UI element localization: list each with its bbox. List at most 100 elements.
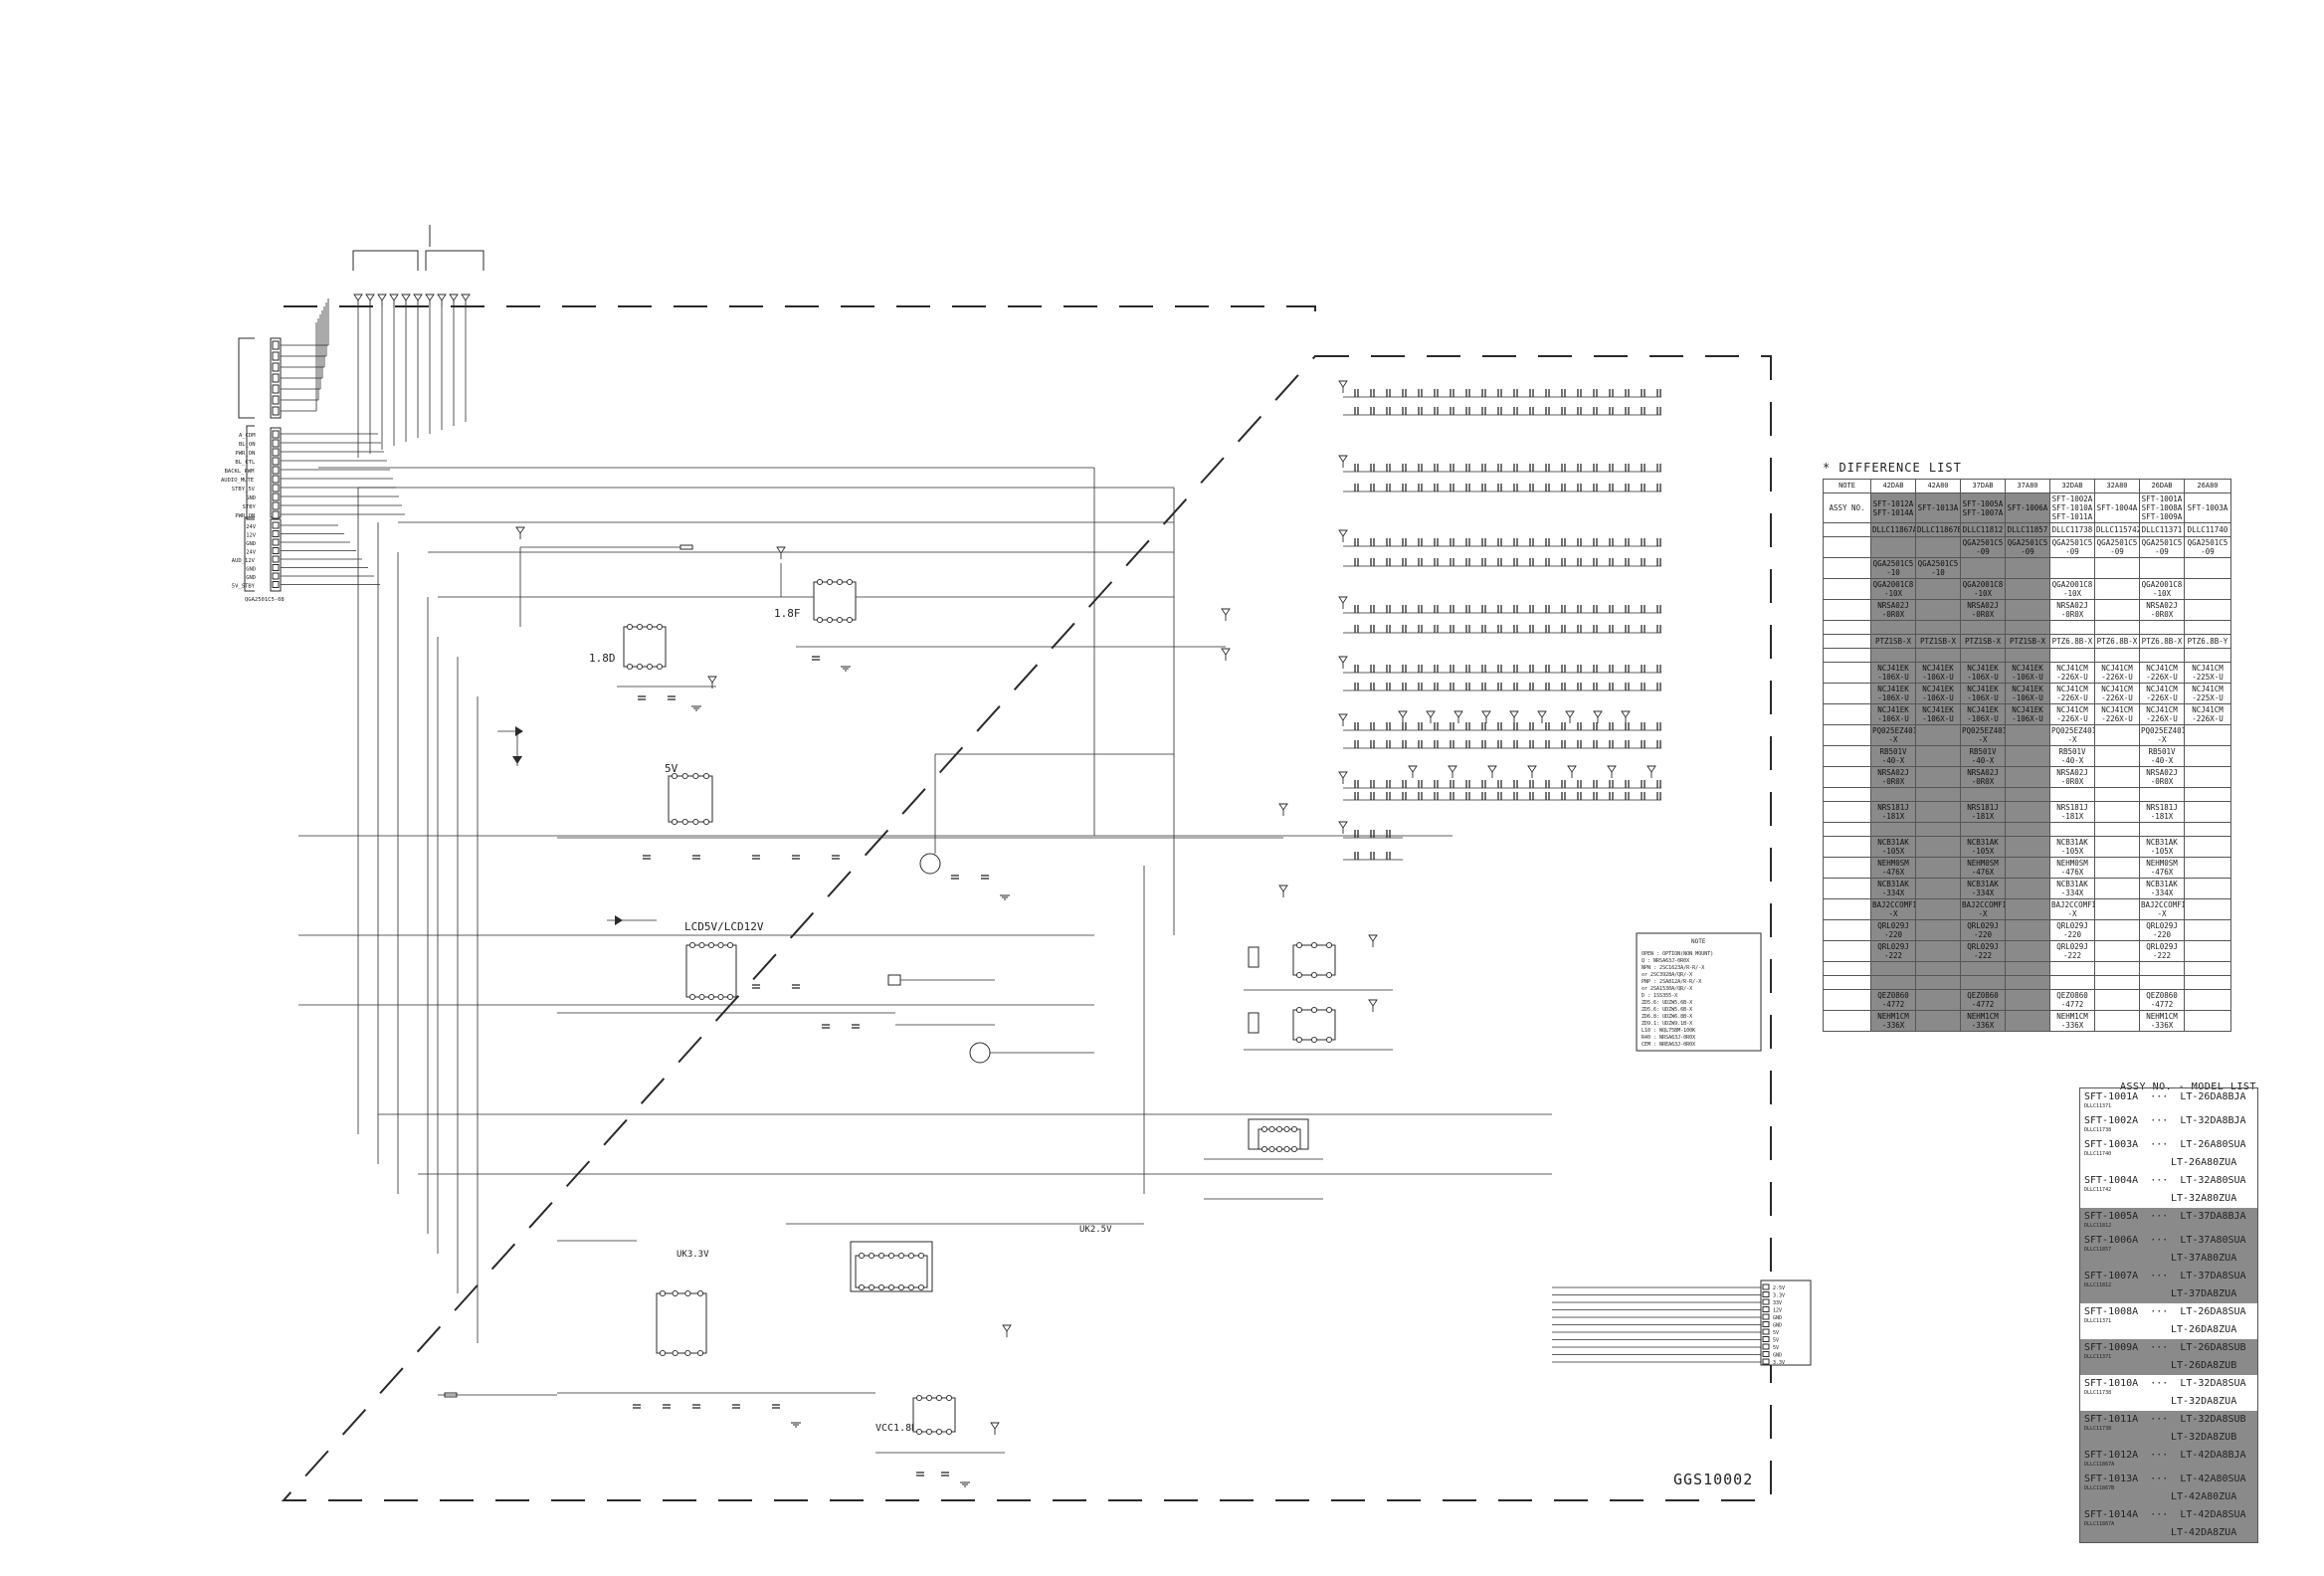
difference-cell: NRS181J -181X <box>1870 801 1916 823</box>
pin-icon <box>877 1252 885 1260</box>
pin-icon <box>945 1428 953 1436</box>
power-flag-icon <box>1338 529 1348 537</box>
difference-cell: NCB31AK -105X <box>2049 836 2095 858</box>
difference-cell <box>1823 703 1871 725</box>
difference-cell <box>1915 766 1961 788</box>
pin-icon <box>692 818 699 826</box>
difference-cell: NCJ41CM -226X-U <box>2139 683 2185 704</box>
connector-cn3 <box>270 518 282 592</box>
difference-table-row <box>1823 975 2231 990</box>
power-flag-icon <box>1565 710 1575 718</box>
difference-cell <box>2094 766 2140 788</box>
pin-icon <box>726 941 734 949</box>
difference-cell: NCJ41EK -106X-U <box>1870 662 1916 684</box>
power-flag-icon <box>1338 771 1348 779</box>
note-line: ZD6.8: UDZW6.8B-X <box>1642 1014 1692 1020</box>
power-flag-icon <box>1338 380 1348 388</box>
pin-icon <box>272 395 280 405</box>
difference-cell: NCJ41CM -225X-U <box>2184 662 2231 684</box>
difference-cell: NCJ41CM -226X-U <box>2049 683 2095 704</box>
difference-cell: NRSA02J -0R0X <box>2049 766 2095 788</box>
power-flag-icon <box>1593 710 1603 718</box>
transistor-icon <box>969 1042 991 1064</box>
pin-icon <box>1295 1036 1303 1044</box>
pin-icon <box>1310 1036 1318 1044</box>
difference-cell <box>2005 578 2050 600</box>
pin-icon <box>1260 1145 1268 1153</box>
pin-arrow-icon <box>461 294 471 301</box>
pin-icon <box>659 1349 667 1357</box>
pin-icon <box>816 578 824 586</box>
difference-cell <box>1915 857 1961 879</box>
model-name: LT-26A80ZUA <box>2171 1157 2237 1168</box>
connector-signal-label: 2.5V <box>1773 1285 1785 1291</box>
connector-signal-label: GND <box>246 495 256 501</box>
pin-icon <box>272 384 280 394</box>
difference-cell: NRS181J -181X <box>2139 801 2185 823</box>
model-name: LT-32DA8SUA <box>2180 1378 2246 1389</box>
pin-icon <box>935 1428 943 1436</box>
difference-cell <box>2049 557 2095 579</box>
assy-code: DLLC11812 <box>2084 1282 2112 1288</box>
block-label-lcd: LCD5V/LCD12V <box>684 920 764 933</box>
assy-number: SFT-1006A <box>2084 1235 2139 1246</box>
difference-cell <box>1823 878 1871 899</box>
fuse-icon <box>887 974 901 986</box>
note-title: NOTE <box>1691 938 1706 945</box>
power-flag-icon <box>1646 765 1656 773</box>
difference-cell: NCJ41EK -106X-U <box>1960 683 2006 704</box>
model-name: LT-42A80ZUA <box>2171 1491 2237 1502</box>
separator: ··· <box>2138 1091 2181 1102</box>
power-flag-icon <box>1567 765 1577 773</box>
pin-icon <box>692 772 699 780</box>
difference-cell <box>2049 975 2095 990</box>
difference-cell <box>2094 724 2140 746</box>
difference-cell <box>1823 989 1871 1011</box>
difference-cell: QEZ0860 -4772 <box>2049 989 2095 1011</box>
assy-number: SFT-1009A <box>2084 1342 2139 1353</box>
difference-table-row <box>1823 648 2231 663</box>
regulator-chip <box>656 1292 707 1354</box>
connector-signal-label: PWR_ON <box>235 513 255 519</box>
difference-cell <box>2005 836 2050 858</box>
difference-cell: QGA2501C5 -09 <box>2139 536 2185 558</box>
difference-cell: QGA2501C5 -09 <box>2005 536 2050 558</box>
difference-cell <box>2184 940 2231 962</box>
connector-bracket <box>244 516 255 592</box>
difference-cell: QGA2501C5 -10 <box>1915 557 1961 579</box>
assy-code: DLLC11371 <box>2084 1103 2112 1109</box>
power-flag-icon <box>1368 999 1378 1007</box>
pin-icon <box>272 521 280 529</box>
regulator-chip <box>623 626 667 668</box>
pin-icon <box>272 581 280 588</box>
difference-cell: QGA2001C8 -10X <box>1960 578 2006 600</box>
regulator-chip <box>1292 1009 1336 1041</box>
difference-cell <box>2094 578 2140 600</box>
difference-cell <box>1823 599 1871 621</box>
difference-cell <box>2139 620 2185 635</box>
difference-cell: NCJ41CM -225X-U <box>2184 683 2231 704</box>
model-name: LT-32A80SUA <box>2180 1175 2246 1186</box>
difference-cell: NCJ41EK -106X-U <box>1915 683 1961 704</box>
power-flag-icon <box>776 546 786 554</box>
difference-cell <box>1823 648 1871 663</box>
regulator-chip <box>813 581 857 621</box>
difference-cell: NRSA02J -0R0X <box>1960 766 2006 788</box>
difference-cell <box>2184 578 2231 600</box>
note-line: Q : NRSA63J-0R0X <box>1642 958 1689 964</box>
power-flag-icon <box>1221 608 1231 616</box>
connector-signal-label: 5V <box>1773 1338 1779 1344</box>
difference-cell: PTZ1SB-X <box>1870 634 1916 649</box>
difference-cell: SFT-1006A <box>2005 492 2050 523</box>
note-line: CEM : NREA63J-0R0X <box>1642 1042 1695 1048</box>
pin-icon <box>1290 1125 1298 1133</box>
pin-icon <box>272 362 280 372</box>
